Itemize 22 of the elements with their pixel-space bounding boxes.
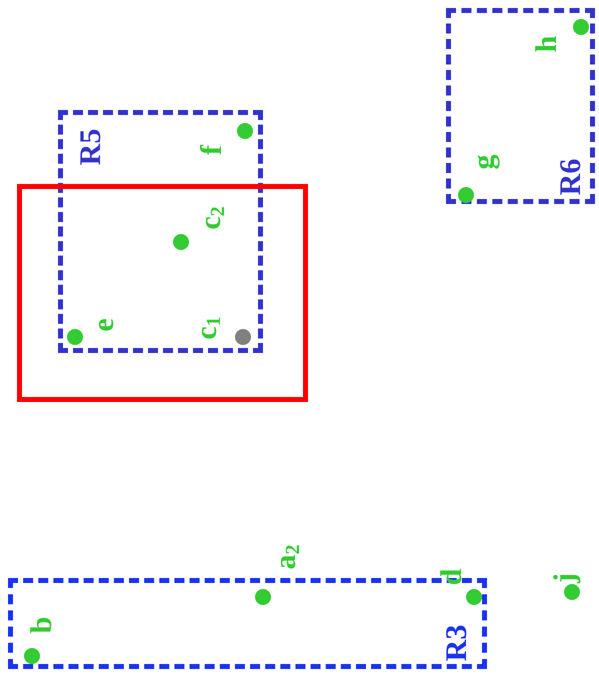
point-dot [458,187,474,203]
point-dot [173,234,189,250]
rectangle-label: R3 [442,624,472,662]
point-label: h [532,36,562,52]
point-dot [564,584,580,600]
point-label: j [550,573,580,583]
point-label: d [437,568,467,586]
point-label: f [197,145,227,155]
point-dot [235,329,251,345]
point-dot [24,648,40,664]
point-dot [67,329,83,345]
rectangle-label: R6 [556,158,586,196]
bounding-rectangle [446,8,595,204]
rectangle-label: R5 [76,128,106,166]
point-label: b [27,616,57,634]
region-rectangle [17,184,308,402]
point-dot [237,123,253,139]
point-dot [466,589,482,605]
point-label: g [469,154,499,170]
point-dot [255,589,271,605]
point-dot [573,19,589,35]
point-label: e [89,318,119,332]
